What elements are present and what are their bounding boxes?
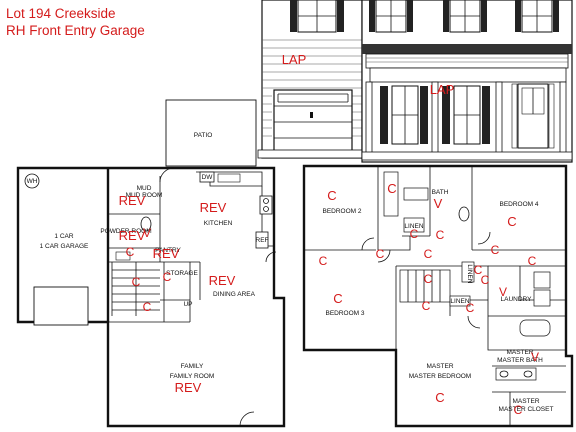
v-mark-master-bath: V — [531, 350, 539, 364]
garage-door-plan — [33, 286, 89, 326]
label-linen-hall: LINEN — [466, 264, 473, 283]
c-mark-powder: C — [126, 245, 135, 259]
label-wh: WH — [27, 178, 38, 185]
garage-subtitle: RH Front Entry Garage — [6, 23, 145, 38]
master-tub — [519, 319, 551, 337]
c-mark-master-bedroom: C — [435, 390, 444, 405]
label-pantry: PANTRY — [155, 247, 181, 254]
c-mark-laundry2: C — [481, 273, 490, 287]
c-mark-hall4: C — [491, 243, 500, 257]
rev-mark-dining: REV — [209, 273, 236, 288]
c-mark-hall2: C — [319, 254, 328, 268]
label-garage-1: 1 CAR — [54, 233, 73, 240]
tub — [383, 171, 399, 217]
second-floor-plan: LINEN LINEN LINEN — [302, 164, 574, 428]
c-mark-tub: C — [387, 181, 396, 196]
c-mark-stair2: C — [143, 300, 152, 314]
label-garage: 1 CAR GARAGE — [40, 243, 89, 250]
patio-slab — [165, 99, 257, 167]
label-family: FAMILY — [181, 363, 204, 370]
v-mark-bath: V — [434, 196, 443, 211]
v-mark-powder: V — [143, 226, 151, 240]
c-mark-linen-stair: C — [466, 301, 475, 315]
c-mark-hall1: C — [376, 247, 385, 261]
first-floor-plan: PATIO WH 1 CAR 1 CAR GARAGE REF — [16, 99, 286, 428]
label-up: UP — [183, 301, 192, 308]
label-dining-area: DINING AREA — [213, 291, 256, 298]
rev-mark-kitchen: REV — [200, 200, 227, 215]
label-master-bath: MASTER BATH — [497, 357, 543, 364]
lap-siding-left — [262, 39, 362, 137]
c-mark-storage1: C — [163, 270, 172, 284]
second-floor-stairs — [399, 269, 451, 303]
kitchen-sink — [217, 173, 241, 183]
c-mark-hall3: C — [424, 247, 433, 261]
c-mark-linen: C — [410, 227, 419, 241]
label-ref: REF — [256, 237, 269, 244]
c-mark-bedroom2: C — [327, 188, 336, 203]
label-bedroom-3: BEDROOM 3 — [325, 310, 364, 317]
label-bedroom-4: BEDROOM 4 — [499, 201, 538, 208]
rev-mark-pantry: REV — [153, 246, 180, 261]
label-mud: MUD — [137, 185, 152, 192]
label-bath: BATH — [432, 189, 449, 196]
label-laundry: LAUNDRY — [501, 296, 533, 303]
c-mark-bedroom4: C — [507, 214, 516, 229]
master-vanity — [495, 367, 537, 381]
label-master-bath-1: MASTER — [506, 349, 533, 356]
label-storage: STORAGE — [166, 270, 198, 277]
c-mark-master-closet: C — [514, 403, 523, 417]
c-mark-laundry1: C — [528, 254, 537, 268]
rev-mark-mud: REV — [119, 193, 146, 208]
lap-label-right: LAP — [430, 82, 455, 97]
label-mud-room: MUD ROOM — [126, 192, 163, 199]
range — [259, 195, 273, 215]
c-mark-linen-hall: C — [474, 263, 483, 277]
rev-mark-family: REV — [175, 380, 202, 395]
label-master-bedroom: MASTER BEDROOM — [409, 373, 471, 380]
label-master-closet: MASTER CLOSET — [499, 406, 554, 413]
refrigerator — [255, 231, 269, 249]
upper-windows — [369, 0, 559, 33]
lap-label-left: LAP — [282, 52, 307, 67]
label-master-closet-1: MASTER — [512, 398, 539, 405]
label-linen-stair: LINEN — [450, 298, 469, 305]
v-mark-laundry: V — [499, 285, 507, 299]
rev-mark-powder: REV — [119, 228, 146, 243]
c-mark-bedroom3: C — [333, 291, 342, 306]
porch-windows — [380, 83, 555, 149]
label-family-room: FAMILY ROOM — [170, 373, 215, 380]
label-kitchen: KITCHEN — [204, 220, 233, 227]
water-heater — [24, 173, 40, 189]
c-mark-stair: C — [424, 272, 433, 286]
front-elevation: LAP LAP — [257, 0, 573, 163]
c-mark-bath-door: C — [436, 228, 445, 242]
label-powder-room: POWDER ROOM — [100, 228, 151, 235]
label-master: MASTER — [426, 363, 453, 370]
label-linen-upper: LINEN — [404, 223, 423, 230]
lot-title: Lot 194 Creekside — [6, 6, 116, 21]
c-mark-stair1: C — [132, 275, 141, 289]
c-mark-stair-bottom: C — [422, 299, 431, 313]
label-dw: DW — [202, 174, 214, 181]
label-patio: PATIO — [194, 132, 213, 139]
label-bedroom-2: BEDROOM 2 — [322, 208, 361, 215]
garage-door — [273, 89, 353, 155]
bath-vanity — [403, 187, 429, 201]
